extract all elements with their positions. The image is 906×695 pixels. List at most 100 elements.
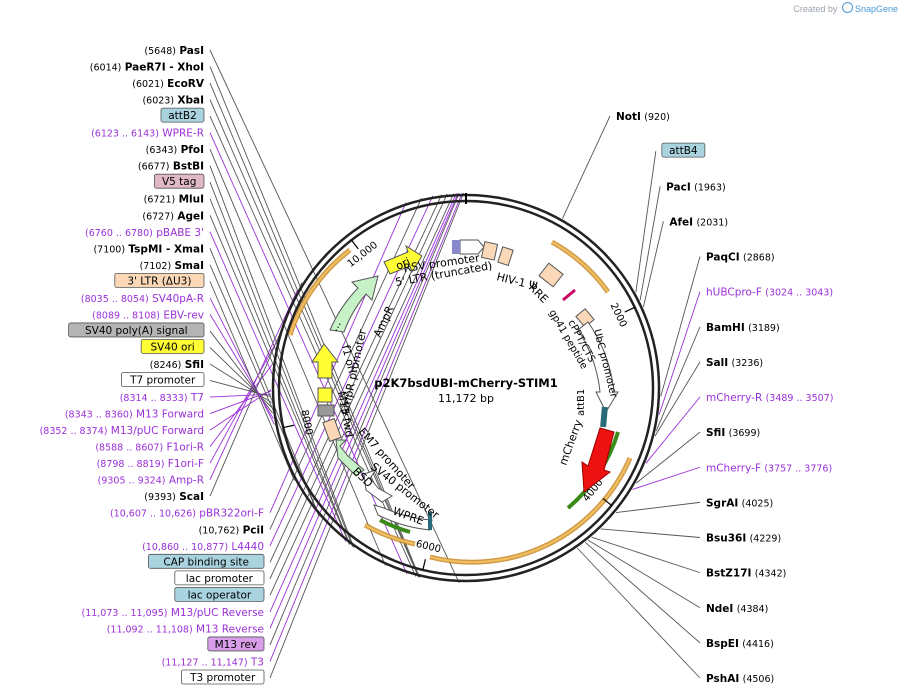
feature-label-box [147,553,265,569]
enzyme-label: SfiI (3699) [706,427,760,439]
attb1-feature [600,406,608,428]
primer-label: mCherry-R (3489 .. 3507) [706,392,833,404]
primer-label: (6123 .. 6143) WPRE-R [91,128,204,140]
primer-name: mCherry-R [706,392,762,404]
leader-line [209,132,408,575]
enzyme-label: (6014) PaeR7I - XhoI [90,62,204,74]
feature-label: 3' LTR (ΔU3) [127,275,191,287]
primer-label: (11,073 .. 11,095) M13/pUC Reverse [81,607,264,619]
primer-arc [379,518,411,534]
primer-label: (8352 .. 8374) M13/pUC Forward [40,425,204,437]
site-position: (4506) [743,674,775,685]
feature-label: T3 promoter [189,672,256,684]
enzyme-label: NdeI (4384) [706,603,768,615]
enzyme-name: SmaI [175,260,205,272]
site-position: (8246) [150,360,182,371]
m13fwd-feature [317,404,335,417]
enzyme-name: PshAI [706,673,739,685]
ampr-feature [329,275,379,333]
enzyme-label: (7102) SmaI [140,260,204,272]
enzyme-name: BspEI [706,638,739,650]
feature-label-box [180,669,265,685]
site-position: (8588 .. 8607) [95,443,163,454]
leader-line [639,186,661,301]
enzyme-label: (6677) BstBI [138,161,204,173]
leader-line [209,363,272,403]
site-position: (10,762) [199,525,240,536]
enzyme-label: (9393) ScaI [144,491,204,503]
site-position: (6023) [142,96,174,107]
site-position: (8035 .. 8054) [81,294,149,305]
primer-label: (8035 .. 8054) SV40pA-R [81,293,204,305]
site-position: (8314 .. 8333) [120,393,188,404]
feature-label: M13 rev [215,639,258,651]
primer-name: pBABE 3' [156,227,204,239]
inner-features [311,239,619,531]
leader-line [209,393,272,398]
feature-label: SV40 ori [150,341,194,353]
leader-line [209,248,320,517]
site-position: (7102) [140,261,172,272]
site-position: (6727) [142,211,174,222]
ampp-label: AmpR promoter [338,328,369,417]
leader-line [209,82,420,578]
bp-tick-label: 8000 [298,409,314,436]
created-by-text: Created by [793,4,838,14]
leader-line [645,396,701,464]
enzyme-label: Bsu36I (4229) [706,533,781,545]
feature-label: T7 promoter [129,375,196,387]
enzyme-label: (6727) AgeI [142,210,204,222]
enzyme-name: PaeR7I - XhoI [125,62,204,74]
enzyme-name: PciI [243,524,264,536]
feature-label-box [174,586,265,602]
orf-arc [289,249,351,336]
site-position: (6677) [138,162,170,173]
site-position: (6014) [90,63,122,74]
enzyme-name: AfeI [669,216,693,228]
enzyme-label: (6021) EcoRV [132,78,205,90]
snapgene-name: SnapGene [854,4,898,14]
em7-feature [322,417,342,443]
snapgene-logo-icon [841,2,853,13]
enzyme-label: (5648) PasI [144,45,204,57]
primer-name: M13 Reverse [196,623,264,635]
primer-name: Amp-R [169,475,204,487]
feature-label-box [174,570,265,586]
feature-label: CAP binding site [163,556,249,568]
leader-line [209,148,386,566]
site-position: (1963) [694,182,726,193]
leader-line [584,541,701,644]
site-position: (8352 .. 8374) [40,426,108,437]
rre-feature [538,262,564,288]
enzyme-label: (6023) XbaI [142,95,204,107]
enzyme-label: NotI (920) [616,111,670,123]
site-position: (3489 .. 3507) [766,393,834,404]
mcherry-label: mCherry [557,417,586,467]
bp-tick [351,239,359,250]
leader-line [269,192,460,646]
leader-line [269,197,422,530]
site-position: (11,127 .. 11,147) [162,657,248,668]
site-position: (4342) [755,569,787,580]
enzyme-label: PaqCI (2868) [706,252,775,264]
leader-line [587,539,701,609]
site-position: (5648) [144,46,176,57]
site-position: (11,092 .. 11,108) [107,624,193,635]
sv40ori-small [317,387,333,403]
feature-label: attB2 [168,110,197,122]
site-position: (6721) [144,195,176,206]
primer-label: (11,092 .. 11,108) M13 Reverse [107,623,264,635]
enzyme-label: BspEI (4416) [706,638,774,650]
enzyme-label: (6721) MluI [144,194,204,206]
feature-label-box [207,636,265,652]
leader-line [660,256,701,397]
rsv-stripes [452,240,460,254]
enzyme-name: EcoRV [167,78,205,90]
enzyme-name: PasI [179,45,204,57]
primer-label: (11,127 .. 11,147) T3 [162,656,264,668]
site-position: (6123 .. 6143) [91,129,159,140]
enzyme-label: PshAI (4506) [706,673,774,685]
enzyme-name: SgrAI [706,497,738,509]
site-position: (9393) [144,492,176,503]
enzyme-name: TspMI - XmaI [128,243,204,255]
